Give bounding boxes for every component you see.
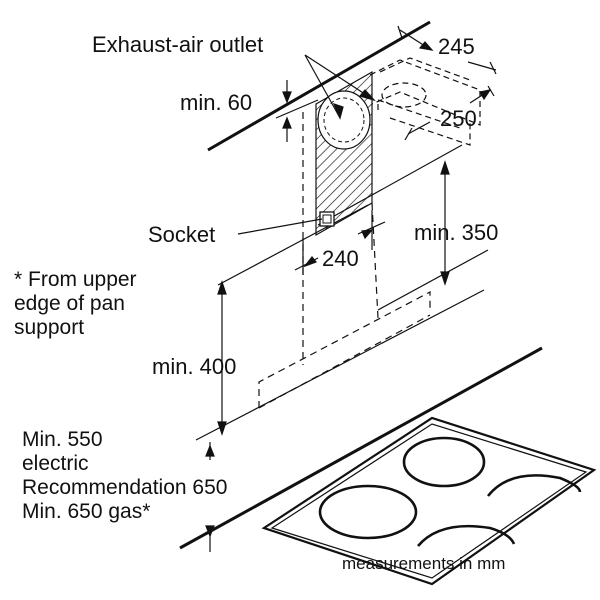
hotplate-back-right [486, 474, 582, 497]
hood-bottom-line-1 [377, 249, 489, 311]
cooktop [261, 416, 597, 586]
socket-box [319, 211, 335, 227]
exhaust-outlet-leaders [304, 54, 376, 120]
units-label: measurements in mm [342, 554, 506, 573]
dim-min-400 [217, 280, 227, 436]
dim-240-label: 240 [322, 246, 359, 271]
worktop-line [179, 346, 543, 550]
dim-240 [294, 210, 386, 275]
hotplate-back-left [402, 436, 486, 488]
min-350-label: min. 350 [414, 220, 499, 245]
hood-bottom-line-2 [195, 289, 485, 441]
socket-leader [237, 218, 323, 235]
socket-label: Socket [148, 222, 216, 247]
dim-245-label: 245 [438, 34, 475, 59]
dim-245 [397, 25, 497, 75]
hotplate-front-right [417, 524, 516, 547]
exhaust-outlet-label: Exhaust-air outlet [92, 32, 264, 57]
outlet-duct-dashed [369, 57, 481, 146]
min-60-label: min. 60 [180, 90, 253, 115]
min-400-label: min. 400 [152, 354, 237, 379]
dim-250-label: 250 [440, 106, 477, 131]
min-60-dimension [275, 80, 319, 142]
dim-min-350 [440, 160, 450, 286]
footnote-label: * From upper edge of pan support [14, 268, 137, 340]
dim-250 [404, 85, 495, 141]
exhaust-outlet-circle [317, 90, 371, 150]
clearance-label: Min. 550 electric Recommendation 650 Min… [22, 428, 228, 524]
hotplate-front-left [318, 484, 418, 540]
ceiling-line [207, 20, 431, 152]
